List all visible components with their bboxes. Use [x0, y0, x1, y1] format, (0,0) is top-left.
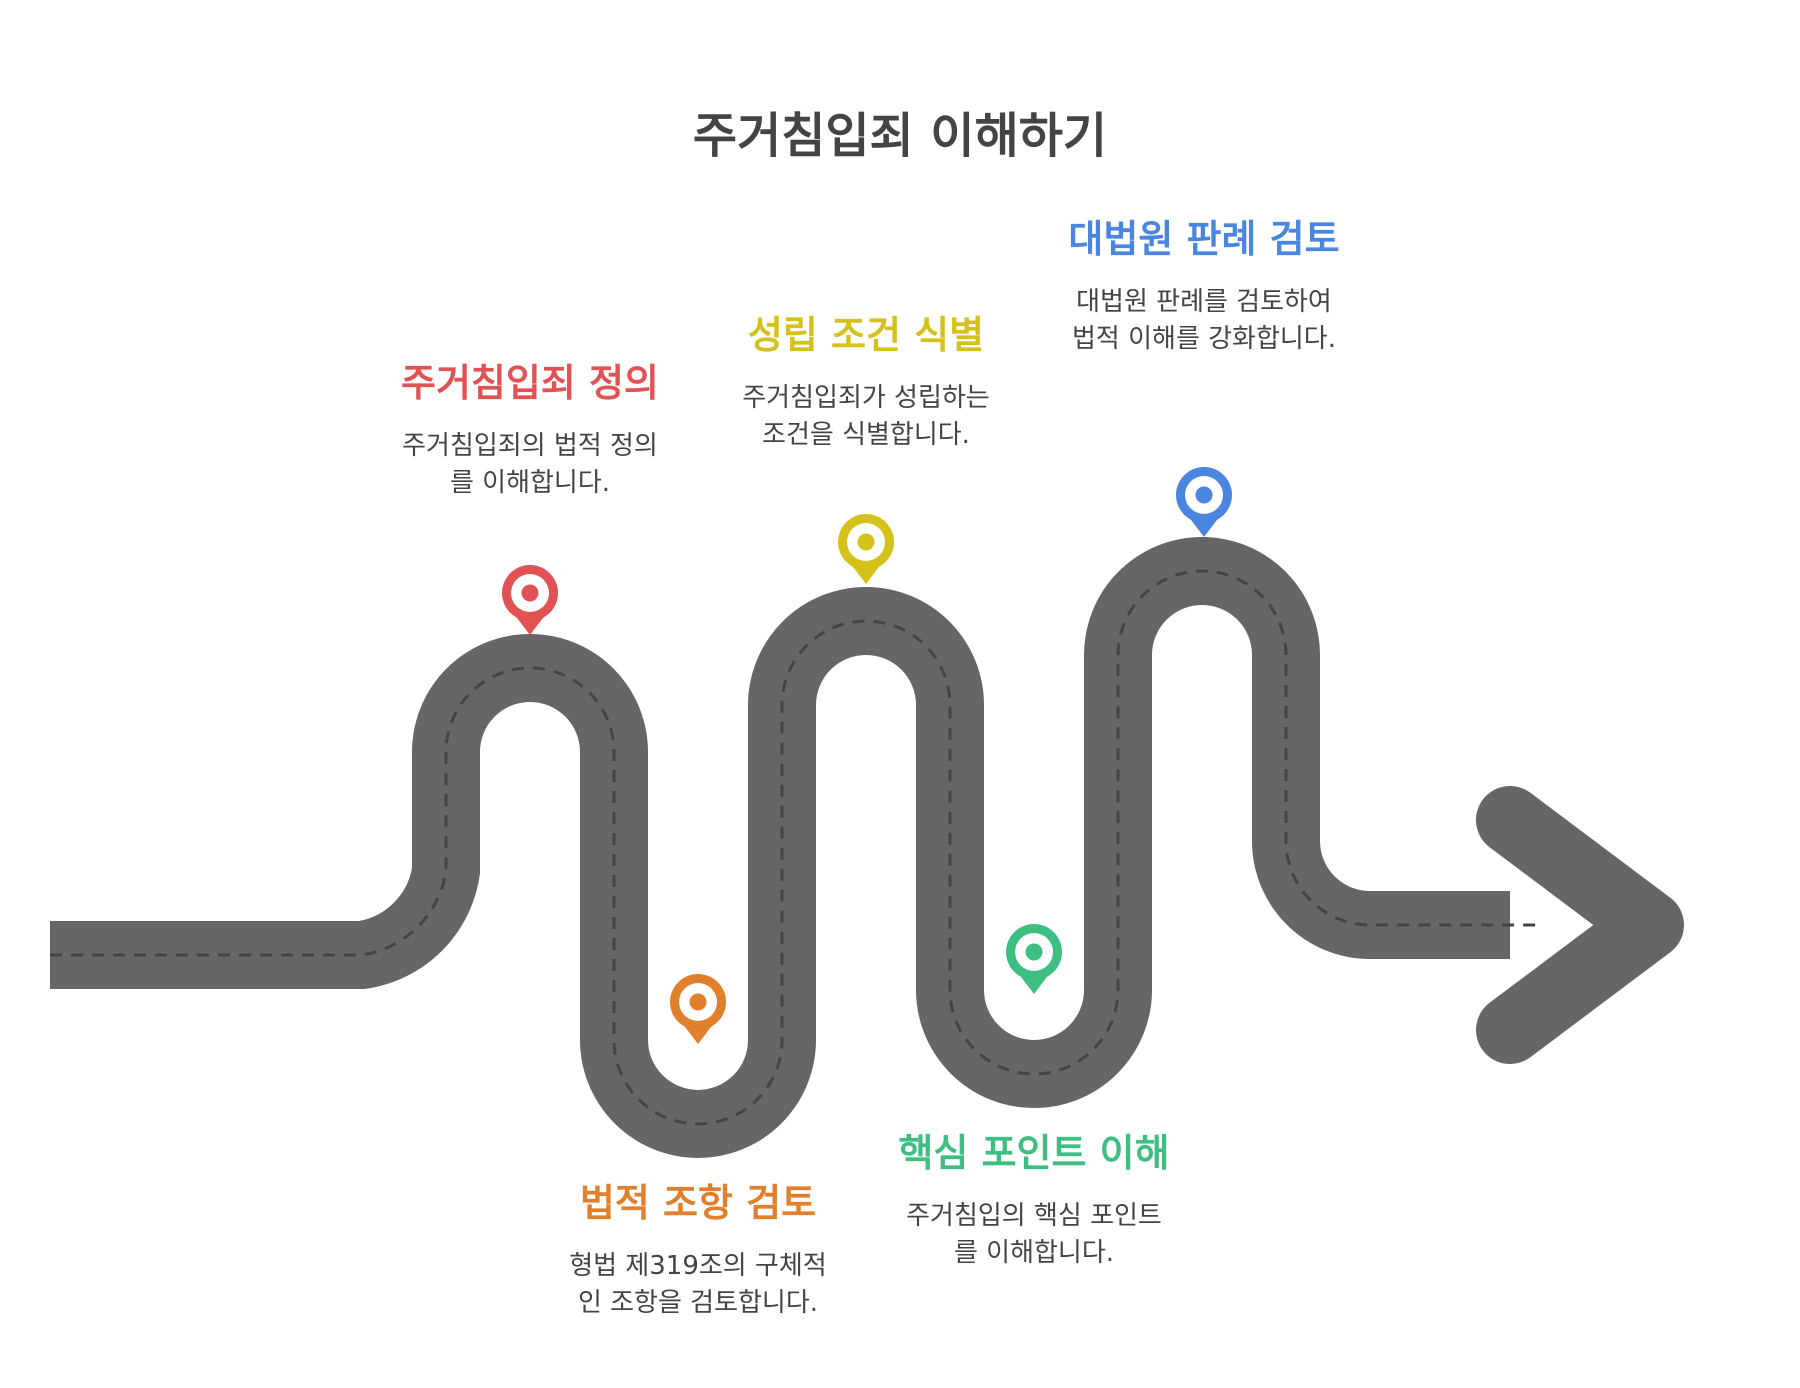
- map-pin-icon: [670, 974, 726, 1044]
- step-title: 핵심 포인트 이해: [898, 1131, 1170, 1175]
- step-description: 대법원 판례를 검토하여 법적 이해를 강화합니다.: [1072, 287, 1336, 354]
- step-2-legal-provision: 법적 조항 검토 형법 제319조의 구체적인 조항을 검토합니다.: [548, 1180, 848, 1322]
- step-description: 주거침입의 핵심 포인트를 이해합니다.: [906, 1201, 1162, 1268]
- step-4-key-points: 핵심 포인트 이해 주거침입의 핵심 포인트를 이해합니다.: [884, 1130, 1184, 1272]
- step-5-case-law: 대법원 판례 검토 대법원 판례를 검토하여 법적 이해를 강화합니다.: [1054, 216, 1354, 358]
- map-pin-icon: [1176, 467, 1232, 537]
- step-title: 법적 조항 검토: [579, 1181, 817, 1225]
- map-pin-icon: [502, 565, 558, 635]
- step-1-definition: 주거침입죄 정의 주거침입죄의 법적 정의를 이해합니다.: [380, 360, 680, 502]
- step-title: 성립 조건 식별: [747, 313, 985, 357]
- step-3-conditions: 성립 조건 식별 주거침입죄가 성립하는 조건을 식별합니다.: [716, 312, 1016, 454]
- map-pin-icon: [838, 514, 894, 584]
- page-title: 주거침입죄 이해하기: [692, 108, 1108, 164]
- step-description: 주거침입죄의 법적 정의를 이해합니다.: [402, 431, 658, 498]
- step-description: 형법 제319조의 구체적인 조항을 검토합니다.: [569, 1251, 827, 1318]
- step-description: 주거침입죄가 성립하는 조건을 식별합니다.: [742, 383, 990, 450]
- step-title: 대법원 판례 검토: [1068, 217, 1340, 261]
- map-pin-icon: [1006, 924, 1062, 994]
- road: [50, 537, 1510, 1158]
- step-title: 주거침입죄 정의: [401, 361, 659, 405]
- arrow-head: [1476, 786, 1684, 1064]
